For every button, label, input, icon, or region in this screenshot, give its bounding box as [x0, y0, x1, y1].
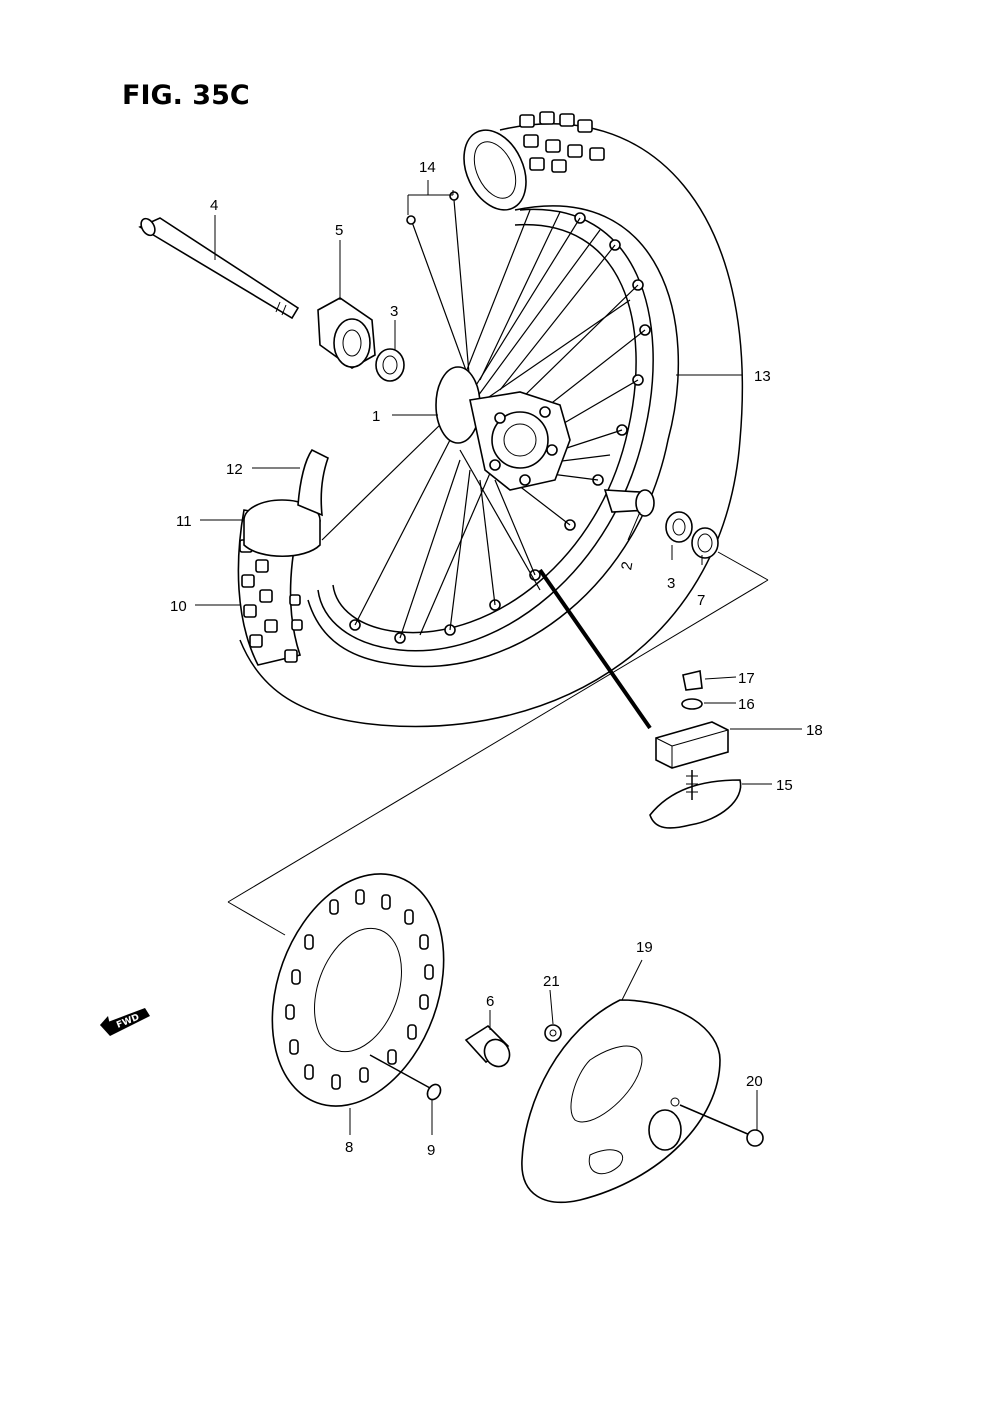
callout-7: 7	[697, 592, 705, 609]
inner-tube	[297, 448, 329, 517]
rim-lock	[649, 770, 742, 829]
callout-3-left: 3	[390, 303, 398, 320]
callout-2: 2	[618, 560, 636, 571]
callout-21: 21	[543, 973, 560, 990]
callout-15: 15	[776, 777, 793, 794]
front-axle	[138, 217, 300, 320]
guard-bolt	[679, 1104, 764, 1147]
rim-lock-spacer	[655, 721, 729, 769]
callout-16: 16	[738, 696, 755, 713]
callout-9: 9	[427, 1142, 435, 1159]
callout-1: 1	[372, 408, 380, 425]
callout-leader-lines	[195, 180, 802, 1135]
guard-nut	[544, 1024, 562, 1042]
callout-20: 20	[746, 1073, 763, 1090]
callout-17: 17	[738, 670, 755, 687]
callout-6: 6	[486, 993, 494, 1010]
speedometer-gearbox	[317, 297, 376, 369]
rim-band	[243, 499, 321, 558]
brake-disc	[271, 873, 445, 1107]
callout-numbers: 4 5 3 1 14 13 2 3 7 12 11 10 17 16 18 15…	[170, 159, 823, 1159]
bearing-left	[375, 348, 405, 382]
callout-12: 12	[226, 461, 243, 478]
callout-10: 10	[170, 598, 187, 615]
callout-13: 13	[754, 368, 771, 385]
rim-lock-leader	[538, 568, 652, 730]
figure-title: FIG. 35C	[122, 80, 250, 111]
bearing-right	[665, 511, 693, 543]
rim-lock-washer	[681, 698, 703, 710]
tread-knobs-top	[519, 111, 605, 173]
callout-5: 5	[335, 222, 343, 239]
axle-spacer	[603, 489, 655, 517]
callout-11: 11	[176, 513, 192, 530]
callout-4: 4	[210, 197, 218, 214]
assembly-guide-lines	[227, 551, 769, 936]
forward-direction-arrow: FWD	[100, 1008, 150, 1036]
oil-seal	[691, 527, 719, 559]
rim-lock-nut	[682, 670, 703, 691]
callout-8: 8	[345, 1139, 353, 1156]
callout-14: 14	[419, 159, 436, 176]
collar	[464, 1024, 511, 1068]
tire	[239, 111, 744, 728]
disc-guard	[521, 999, 721, 1204]
callout-3-right: 3	[667, 575, 675, 592]
wheel-hub	[435, 366, 571, 491]
callout-18: 18	[806, 722, 823, 739]
fwd-label: FWD	[115, 1013, 141, 1031]
disc-bolt	[369, 1054, 442, 1101]
callout-19: 19	[636, 939, 653, 956]
